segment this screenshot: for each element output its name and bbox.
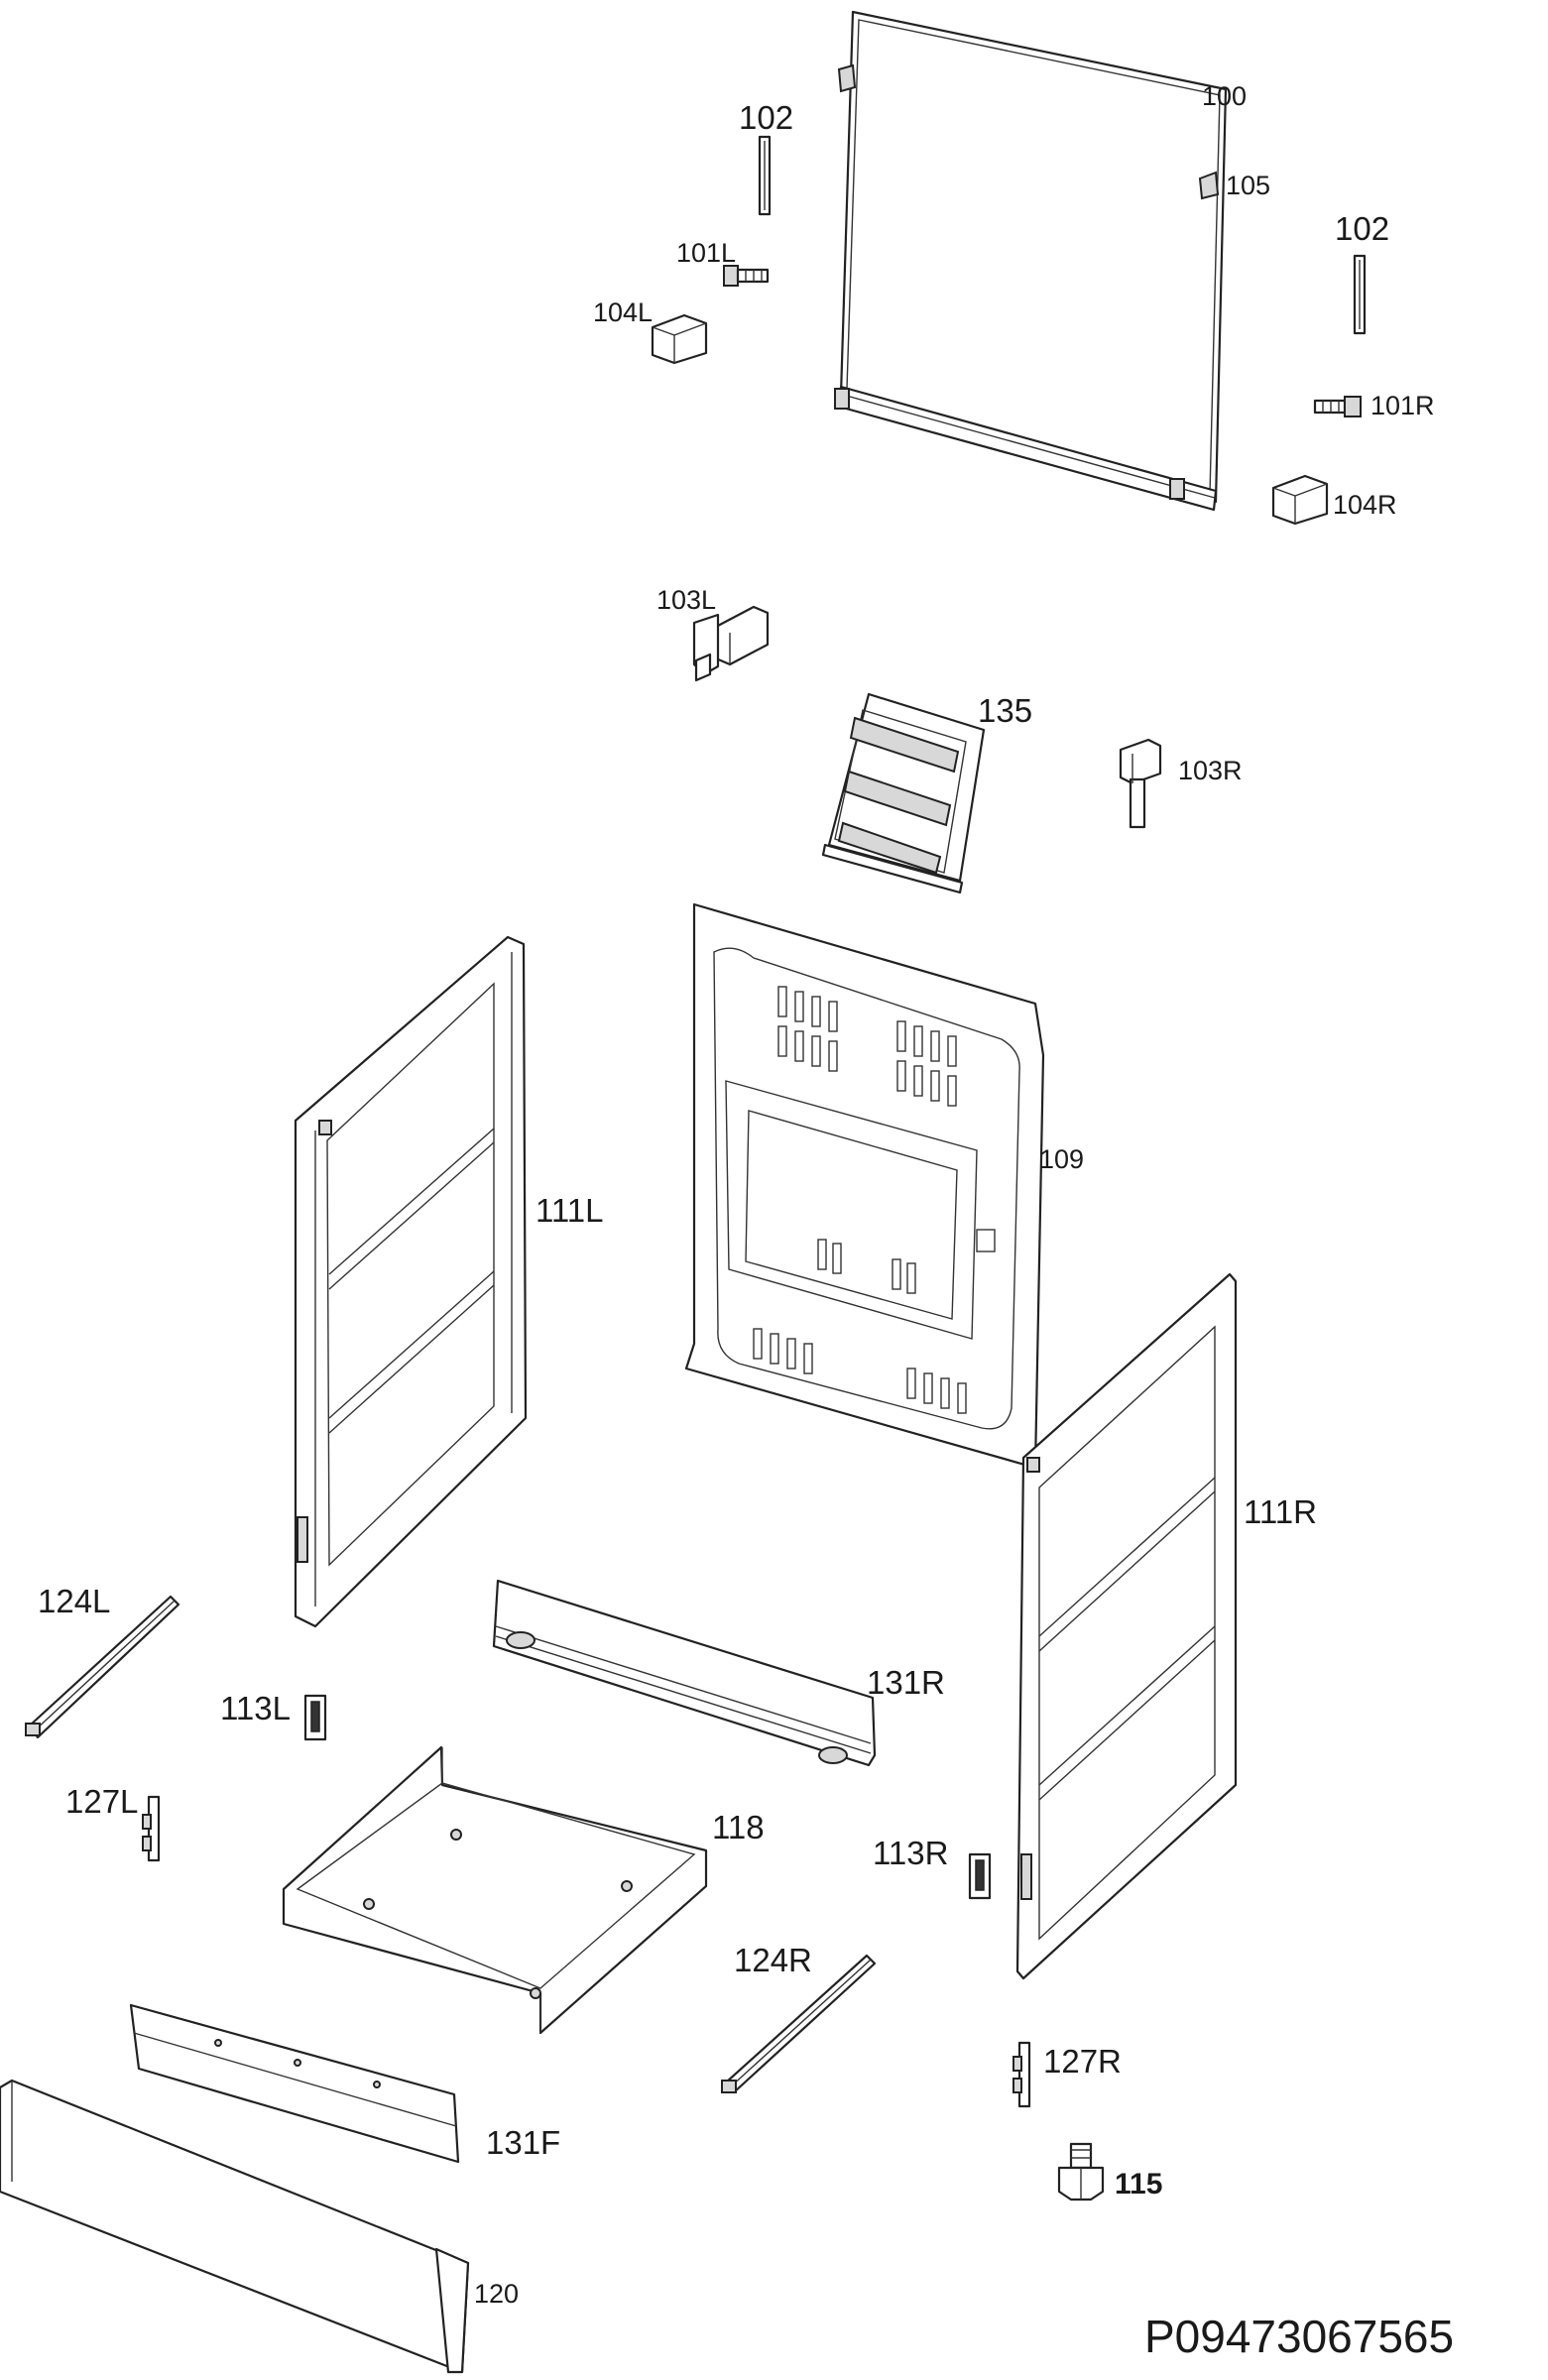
label-101R: 101R xyxy=(1370,391,1435,420)
label-120: 120 xyxy=(474,2279,519,2309)
part-102-rod-left[interactable] xyxy=(758,135,772,216)
part-118-drawer-tray[interactable] xyxy=(282,1745,708,2035)
part-103R-bracket[interactable] xyxy=(1119,738,1162,829)
label-101L: 101L xyxy=(676,238,736,268)
label-111R: 111R xyxy=(1244,1493,1317,1530)
part-124L-runner[interactable] xyxy=(25,1595,180,1739)
label-113R: 113R xyxy=(873,1835,948,1871)
label-124L: 124L xyxy=(38,1583,110,1619)
part-104R-block[interactable] xyxy=(1271,474,1329,526)
label-124R: 124R xyxy=(734,1942,812,1978)
label-102-left: 102 xyxy=(739,99,793,136)
part-127R-bracket[interactable] xyxy=(1012,2041,1031,2108)
label-111L: 111L xyxy=(536,1192,604,1229)
part-100-glass-panel[interactable] xyxy=(834,10,1228,512)
diagram-code: P09473067565 xyxy=(1144,2311,1454,2362)
label-127R: 127R xyxy=(1043,2043,1122,2080)
label-127L: 127L xyxy=(65,1783,138,1820)
label-109: 109 xyxy=(1039,1144,1084,1174)
label-104L: 104L xyxy=(593,298,653,327)
part-124R-runner[interactable] xyxy=(721,1954,877,2094)
part-120-front-panel[interactable] xyxy=(0,2079,470,2374)
part-109-rear-panel[interactable] xyxy=(684,902,1045,1470)
part-135-vent-plate[interactable] xyxy=(821,692,986,894)
part-101L-pin[interactable] xyxy=(723,265,770,287)
label-135: 135 xyxy=(978,692,1032,729)
label-103L: 103L xyxy=(656,585,716,615)
label-103R: 103R xyxy=(1178,756,1243,785)
label-100: 100 xyxy=(1202,81,1247,111)
part-102-rod-right[interactable] xyxy=(1353,254,1367,335)
part-127L-bracket[interactable] xyxy=(142,1795,161,1862)
part-109-vent-slots xyxy=(753,986,967,1414)
part-111R-side-frame[interactable] xyxy=(1015,1272,1238,1980)
label-131R: 131R xyxy=(867,1664,945,1701)
label-102-right: 102 xyxy=(1335,210,1389,247)
label-104R: 104R xyxy=(1333,490,1397,520)
part-101R-pin[interactable] xyxy=(1313,396,1362,417)
part-115-foot[interactable] xyxy=(1057,2142,1105,2202)
label-113L: 113L xyxy=(220,1690,291,1726)
label-131F: 131F xyxy=(486,2124,560,2161)
part-113R-clip[interactable] xyxy=(968,1852,992,1900)
part-103L-bracket[interactable] xyxy=(692,605,770,682)
part-131R-rear-rail[interactable] xyxy=(492,1579,877,1767)
part-113L-clip[interactable] xyxy=(303,1694,327,1741)
label-118: 118 xyxy=(712,1809,765,1845)
label-115: 115 xyxy=(1115,2168,1162,2201)
label-105: 105 xyxy=(1226,171,1270,200)
part-111L-side-frame[interactable] xyxy=(294,935,528,1628)
part-131F-front-rail[interactable] xyxy=(129,2003,460,2164)
part-104L-block[interactable] xyxy=(651,313,708,365)
